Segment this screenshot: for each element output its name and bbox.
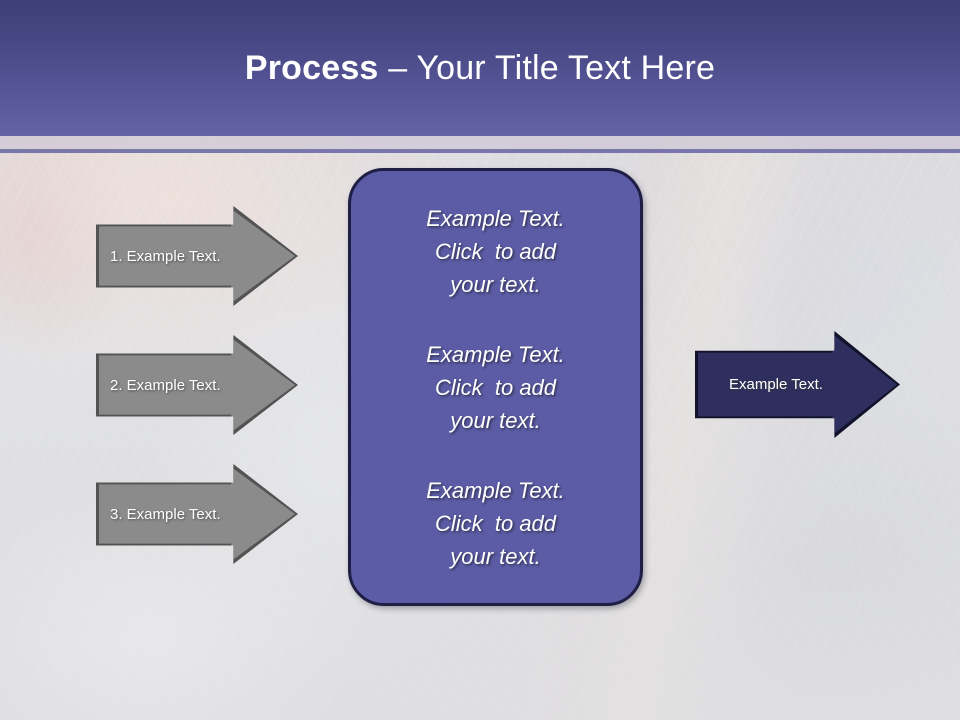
center-text-block-3-line-2: Click to add <box>434 510 557 536</box>
accent-strip <box>0 149 960 153</box>
center-text-block-2-line-1: Example Text. <box>426 341 565 367</box>
center-text-block-2-line-3: your text. <box>450 407 541 433</box>
output-arrow-label: Example Text. <box>729 376 823 393</box>
accent-band <box>0 136 960 149</box>
input-arrow-1-label: 1. Example Text. <box>110 247 221 265</box>
center-text-block-1-line-2: Click to add <box>434 238 557 264</box>
center-text-block-1-line-3: your text. <box>450 271 541 297</box>
center-text-block-2-line-2: Click to add <box>434 374 557 400</box>
page-title: Process – Your Title Text Here <box>0 48 960 88</box>
input-arrow-2-label: 2. Example Text. <box>110 376 221 394</box>
center-text-block-1: Example Text. Click to add your text. <box>426 202 565 301</box>
input-arrow-3-label: 3. Example Text. <box>110 505 221 523</box>
center-text-block-1-line-1: Example Text. <box>426 205 565 231</box>
center-text-block-3-line-3: your text. <box>450 543 541 569</box>
center-text-block-3: Example Text. Click to add your text. <box>426 474 565 573</box>
center-content-box[interactable]: Example Text. Click to add your text. Ex… <box>348 168 643 606</box>
page-title-strong: Process <box>244 49 379 87</box>
center-text-block-3-line-1: Example Text. <box>426 477 565 503</box>
center-text-block-2: Example Text. Click to add your text. <box>426 338 565 437</box>
title-bar: Process – Your Title Text Here <box>0 0 960 136</box>
page-title-rest: – Your Title Text Here <box>378 49 716 87</box>
